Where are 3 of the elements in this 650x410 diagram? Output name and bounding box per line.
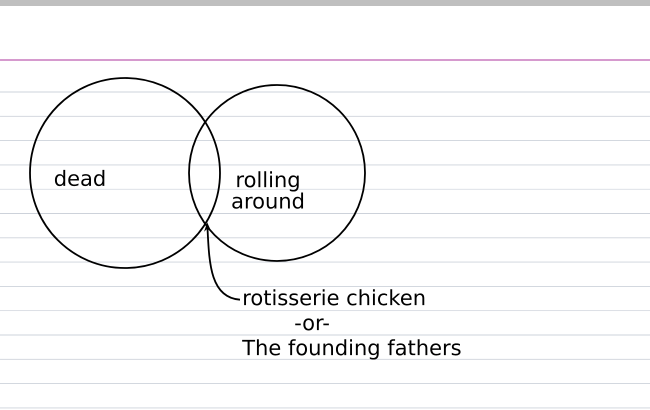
circle-label: dead <box>54 170 104 186</box>
annotation-text: rotisserie chicken -or- The founding fathers <box>242 289 461 360</box>
circle-label: rolling around <box>232 171 304 209</box>
